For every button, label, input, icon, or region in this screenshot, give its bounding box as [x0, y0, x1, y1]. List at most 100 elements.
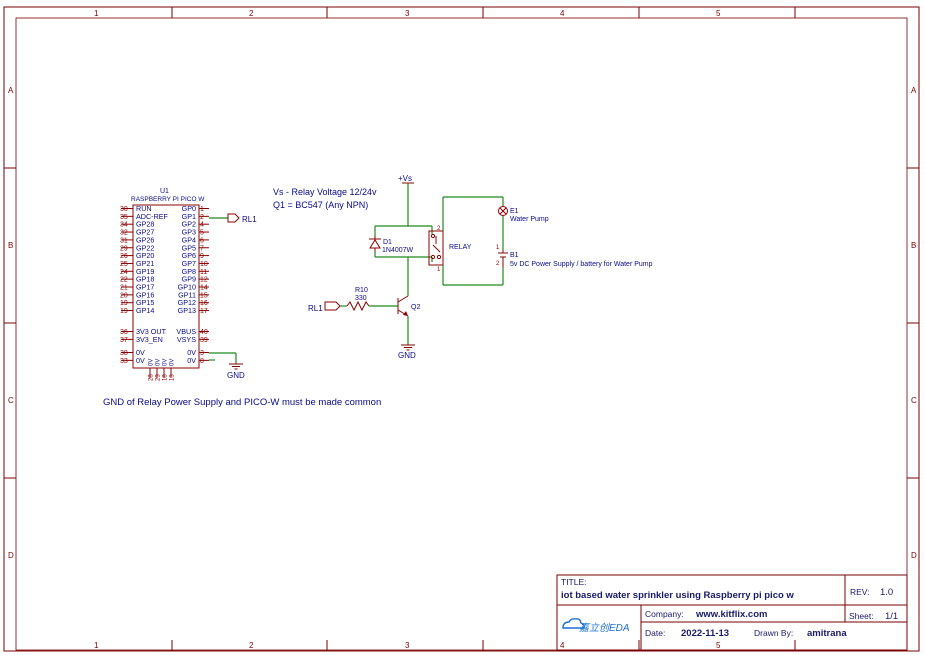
mcu-pin-name: ADC-REF	[136, 212, 169, 221]
resistor-r10[interactable]: R10 330	[346, 287, 370, 312]
diode-ref: D1	[383, 239, 392, 246]
battery-pin-top: 1	[496, 245, 500, 251]
mcu-pin-name: RUN	[136, 204, 152, 213]
diode-value: 1N4007W	[382, 247, 414, 254]
grid-col-label: 5	[716, 9, 721, 18]
mcu-pin-name: GP13	[178, 306, 196, 315]
relay-k1[interactable]: 2 1 RELAY	[428, 226, 472, 273]
mcu-pin-number: 17	[200, 308, 208, 315]
mcu-pin-name: 3V3 OUT	[136, 327, 167, 336]
mcu-pin-number: 39	[200, 337, 208, 344]
mcu-pin-name: GP6	[182, 251, 196, 260]
mcu-pin-name: GP0	[182, 204, 196, 213]
mcu-pin-name: 0V	[136, 348, 145, 357]
sheet-value: 1/1	[885, 611, 898, 622]
company-label: Company:	[645, 609, 684, 619]
mcu-pin-name: 0V	[187, 348, 196, 357]
mcu-pin-number: 11	[200, 269, 207, 276]
mcu-pin-number: 26	[120, 253, 128, 260]
mcu-pin-name: GP14	[136, 306, 154, 315]
net-port-rl1-out	[227, 213, 240, 223]
mcu-pin-name: GP4	[182, 235, 196, 244]
mcu-name: RASPBERRY PI PICO W	[131, 196, 205, 203]
mcu-pin-number: 6	[200, 237, 204, 244]
drawing-title: iot based water sprinkler using Raspberr…	[561, 590, 794, 601]
mcu-pin-name: GP21	[136, 259, 154, 268]
grid-col-label: 2	[249, 9, 254, 18]
note-relay-voltage: Vs - Relay Voltage 12/24v	[273, 187, 377, 197]
mcu-ref: U1	[160, 188, 169, 195]
net-label-rl1-in: RL1	[308, 304, 323, 313]
mcu-pin-name: 0V	[149, 359, 155, 366]
mcu-pin-name: GP20	[136, 251, 154, 260]
mcu-pin-number: 36	[120, 329, 128, 336]
diode-d1[interactable]: D1 1N4007W	[369, 236, 414, 254]
mcu-pin-number: 4	[200, 222, 204, 229]
mcu-pin-name: GP12	[178, 298, 196, 307]
grid-col-label: 1	[94, 641, 99, 650]
grid-row-label: D	[8, 551, 14, 560]
mcu-pin-name: GP10	[178, 283, 196, 292]
mcu-pin-number: 19	[120, 300, 128, 307]
mcu-pin-number: 19	[120, 308, 128, 315]
mcu-pin-number: 2	[200, 214, 204, 221]
mcu-pin-name: GP22	[136, 243, 154, 252]
grid-col-label: 2	[249, 641, 254, 650]
grid-col-label: 3	[405, 9, 410, 18]
mcu-pin-name: GP5	[182, 243, 196, 252]
cloud-icon	[562, 618, 585, 629]
mcu-pin-number: 5	[200, 230, 204, 237]
mcu-pin-number: 23	[156, 374, 162, 381]
battery-value: 5v DC Power Supply / battery for Water P…	[510, 261, 653, 268]
mcu-pin-name: 0V	[156, 359, 162, 366]
mcu-pin-number: 32	[120, 230, 128, 237]
mcu-pin-number: 38	[120, 350, 128, 357]
mcu-pin-number: 35	[120, 214, 128, 221]
mcu-pin-name: GP11	[178, 290, 196, 299]
water-pump-e1[interactable]: E1 Water Pump	[498, 206, 549, 224]
rev-value: 1.0	[880, 587, 893, 598]
grid-row-label: C	[8, 396, 14, 405]
net-label-vs: +Vs	[398, 174, 412, 183]
note-gnd-common: GND of Relay Power Supply and PICO-W mus…	[103, 397, 381, 408]
mcu-pin-number: 10	[200, 261, 208, 268]
mcu-pin-number: 40	[200, 329, 208, 336]
mcu-pin-number: 28	[149, 374, 155, 381]
eda-logo: 嘉立创EDA	[562, 618, 630, 634]
mcu-pin-name: 0V	[163, 359, 169, 366]
mcu-pin-name: GP19	[136, 267, 154, 276]
mcu-pin-name: GP1	[182, 212, 196, 221]
mcu-pin-number: 21	[120, 285, 128, 292]
note-transistor: Q1 = BC547 (Any NPN)	[273, 200, 368, 210]
mcu-pin-number: 25	[120, 261, 128, 268]
mcu-pin-number: 15	[200, 292, 208, 299]
mcu-pin-name: 0V	[170, 359, 176, 366]
mcu-pin-number: 34	[120, 222, 128, 229]
sheet-frame	[3, 6, 920, 652]
relay-pin-top: 2	[437, 226, 441, 232]
grid-row-label: B	[911, 241, 916, 250]
gnd-label: GND	[227, 371, 245, 380]
grid-row-label: D	[911, 551, 917, 560]
grid-col-label: 5	[716, 641, 721, 650]
mcu-pin-name: GP18	[136, 275, 154, 284]
mcu-pin-number: 9	[200, 253, 204, 260]
mcu-pin-number: 31	[120, 237, 128, 244]
battery-b1[interactable]: 1 2 B1 5v DC Power Supply / battery for …	[496, 245, 653, 268]
grid-labels: 1 2 3 4 5 1 2 3 4 5 A B C D A B C D	[8, 9, 917, 650]
rev-label: REV:	[850, 587, 870, 597]
battery-pin-bottom: 2	[496, 261, 500, 267]
lamp-ref: E1	[510, 208, 519, 215]
mcu-pin-name: GP26	[136, 235, 154, 244]
logo-text: 嘉立创EDA	[579, 622, 630, 634]
net-label-rl1-out: RL1	[242, 215, 257, 224]
resistor-value: 330	[355, 295, 367, 302]
mcu-pin-name: GP15	[136, 298, 154, 307]
transistor-q2[interactable]: Q2	[397, 295, 420, 317]
mcu-pin-number: 24	[120, 269, 128, 276]
mcu-pin-name: 3V3_EN	[136, 335, 163, 344]
net-port-rl1-in	[324, 301, 341, 311]
mcu-pin-number: 14	[200, 285, 208, 292]
